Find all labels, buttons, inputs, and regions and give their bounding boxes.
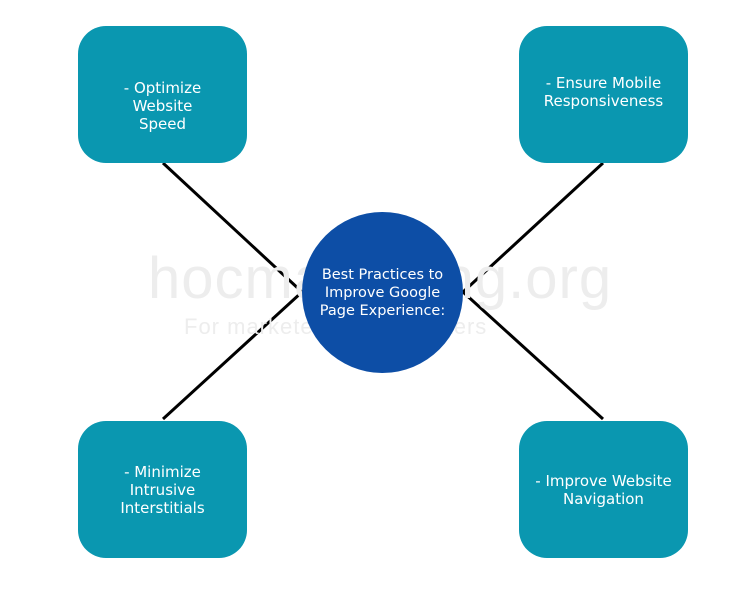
node-improve-website-navigation: - Improve Website Navigation (519, 421, 688, 558)
node-minimize-intrusive-interstitials: - Minimize Intrusive Interstitials (78, 421, 247, 558)
central-topic-circle: Best Practices to Improve Google Page Ex… (302, 212, 463, 373)
node-optimize-website-speed: - Optimize Website Speed (78, 26, 247, 163)
node-label: - Improve Website Navigation (535, 471, 672, 508)
connector-bottom-right (461, 290, 605, 421)
connector-top-right (461, 161, 605, 294)
node-label: - Minimize Intrusive Interstitials (120, 462, 205, 517)
node-label: - Optimize Website Speed (123, 79, 202, 133)
node-label: - Ensure Mobile Responsiveness (543, 74, 664, 110)
node-ensure-mobile-responsiveness: - Ensure Mobile Responsiveness (519, 26, 688, 163)
connector-top-left (161, 161, 304, 294)
connector-bottom-left (161, 290, 304, 421)
central-topic-label: Best Practices to Improve Google Page Ex… (319, 266, 446, 319)
